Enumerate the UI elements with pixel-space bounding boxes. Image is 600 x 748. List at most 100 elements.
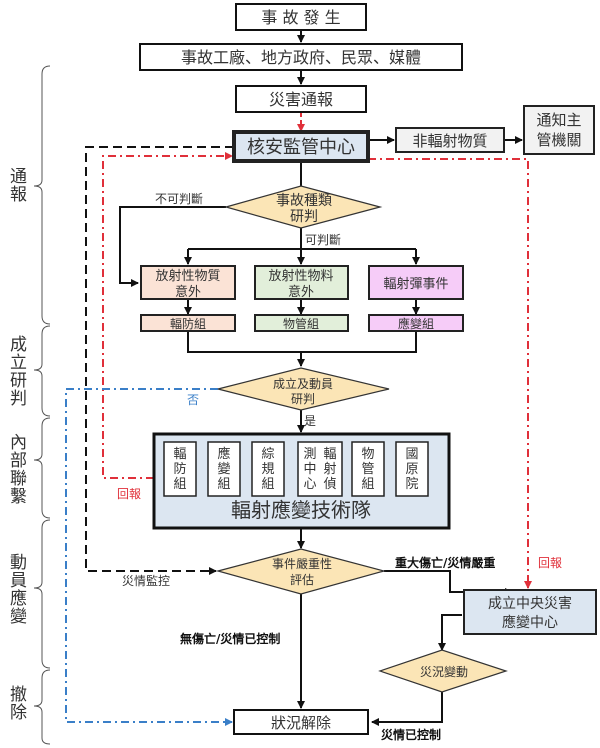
team-member-char: 中 <box>303 462 316 477</box>
team-member-char: 射 <box>323 461 336 477</box>
arrow-center-to-change <box>438 614 462 651</box>
team-member-char: 綜 <box>261 447 274 462</box>
svg-text:成立中央災害: 成立中央災害 <box>488 596 572 612</box>
team-member-char: 組 <box>261 477 274 492</box>
label-severe: 重大傷亡/災情嚴重 <box>395 555 495 570</box>
svg-text:輻防組: 輻防組 <box>170 316 206 331</box>
team-member-char: 組 <box>173 477 186 492</box>
svg-text:事 故 發 生: 事 故 發 生 <box>261 8 340 27</box>
phase-withdraw-char2: 除 <box>10 703 27 723</box>
label-disaster-monitoring: 災情監控 <box>122 573 170 588</box>
svg-text:核安監管中心: 核安監管中心 <box>247 137 355 158</box>
svg-text:非輻射物質: 非輻射物質 <box>412 132 487 150</box>
team-member-char: 心 <box>303 477 316 492</box>
brace-withdraw <box>33 669 51 745</box>
svg-text:狀況解除: 狀況解除 <box>271 714 331 732</box>
svg-text:物管組: 物管組 <box>283 316 319 331</box>
report-back-right-line <box>368 158 532 589</box>
team-member-box: 國原院 <box>395 441 429 497</box>
svg-text:放射性物質: 放射性物質 <box>155 268 220 284</box>
node-report: 災害通報 <box>235 85 367 113</box>
decision-accident-type: 事故種類 研判 <box>223 185 383 229</box>
svg-text:輻射應變技術隊: 輻射應變技術隊 <box>231 498 371 522</box>
svg-text:研判: 研判 <box>291 392 315 406</box>
team-member-char: 物 <box>361 447 374 462</box>
svg-text:意外: 意外 <box>175 284 201 300</box>
arrow-undeterminable <box>119 206 226 287</box>
node-sources: 事故工廠、地方政府、民眾、媒體 <box>139 43 463 71</box>
phase-mobilize-char1: 動 <box>10 553 27 573</box>
node-resolved: 狀況解除 <box>233 709 369 735</box>
decision-mobilize: 成立及動員 研判 <box>217 367 390 411</box>
arrow-severe <box>384 570 513 596</box>
team-member-char: 組 <box>361 477 374 492</box>
svg-text:事故種類: 事故種類 <box>276 193 332 209</box>
team-member-char: 國 <box>405 447 418 462</box>
phase-liaison-char4: 繫 <box>10 487 27 507</box>
decision-situation-change: 災況變動 <box>378 649 508 693</box>
label-report-back-left: 回報 <box>117 487 141 501</box>
node-group-material-control: 物管組 <box>254 314 349 332</box>
team-member-box: 物管組 <box>351 441 385 497</box>
svg-text:管機關: 管機關 <box>536 131 581 149</box>
brace-mobilize <box>33 519 51 669</box>
team-member-char: 輻 <box>173 447 186 462</box>
node-nsc: 核安監管中心 <box>232 130 370 163</box>
label-controlled: 災情已控制 <box>381 727 441 742</box>
phase-establish-char3: 研 <box>10 371 27 391</box>
report-back-left-line <box>102 152 233 479</box>
phase-establish-char2: 立 <box>10 353 27 373</box>
team-member-box: 應變組 <box>207 441 241 497</box>
team-member-char: 測 <box>303 447 316 462</box>
brace-liaison <box>33 417 51 519</box>
team-member-box: 綜規組 <box>251 441 285 497</box>
node-central-emergency-center: 成立中央災害 應變中心 <box>463 589 597 635</box>
team-member-char: 應 <box>217 446 230 462</box>
phase-liaison-char1: 內 <box>10 433 27 453</box>
phase-labels: 通 報 成 立 研 判 內 部 聯 繫 動 員 應 變 撤 除 <box>10 167 27 723</box>
phase-mobilize-char2: 員 <box>10 571 27 591</box>
phase-mobilize-char3: 應 <box>10 588 27 609</box>
node-cat-dirty-bomb: 輻射彈事件 <box>368 265 464 300</box>
phase-establish-char4: 判 <box>10 389 27 409</box>
svg-text:放射性物料: 放射性物料 <box>268 268 333 284</box>
phase-mobilize-char4: 變 <box>10 607 27 627</box>
node-accident: 事 故 發 生 <box>235 3 367 31</box>
svg-text:意外: 意外 <box>288 284 314 300</box>
svg-text:應變中心: 應變中心 <box>502 614 558 631</box>
svg-text:災害通報: 災害通報 <box>269 90 333 109</box>
arrow-change-to-resolved <box>371 692 443 726</box>
phase-liaison-char2: 部 <box>10 451 27 471</box>
node-notify-authority: 通知主 管機關 <box>523 105 595 155</box>
svg-text:成立及動員: 成立及動員 <box>273 376 333 391</box>
team-member-char: 原 <box>405 462 418 477</box>
arrow-groups-merge <box>187 331 417 353</box>
team-member-char: 偵 <box>323 477 336 492</box>
node-cat-radioactive-material: 放射性物料 意外 <box>254 265 349 300</box>
disaster-monitoring-line <box>85 146 234 575</box>
svg-text:事故工廠、地方政府、民眾、媒體: 事故工廠、地方政府、民眾、媒體 <box>181 48 421 67</box>
phase-establish-char1: 成 <box>10 335 27 355</box>
team-member-char: 院 <box>405 477 418 492</box>
brace-establish <box>33 325 51 417</box>
label-yes: 是 <box>304 414 316 428</box>
no-mobilize-line <box>65 388 233 726</box>
node-non-radiation: 非輻射物質 <box>395 127 505 153</box>
brace-notify <box>33 65 51 325</box>
label-determinable: 可判斷 <box>305 233 341 247</box>
svg-text:災況變動: 災況變動 <box>420 664 468 679</box>
team-member-char: 規 <box>261 462 274 477</box>
label-report-back-right: 回報 <box>538 556 562 570</box>
node-group-response: 應變組 <box>368 314 464 332</box>
phase-liaison-char3: 聯 <box>10 469 27 489</box>
svg-text:評估: 評估 <box>290 572 314 587</box>
svg-text:應變組: 應變組 <box>398 316 434 331</box>
label-controlled-no-casualty: 無傷亡/災情已控制 <box>180 631 280 646</box>
phase-notify-char1: 通 <box>10 167 27 187</box>
node-cat-radioactive-substance: 放射性物質 意外 <box>140 265 236 300</box>
phase-withdraw-char1: 撤 <box>10 685 27 705</box>
svg-text:通知主: 通知主 <box>536 111 581 129</box>
